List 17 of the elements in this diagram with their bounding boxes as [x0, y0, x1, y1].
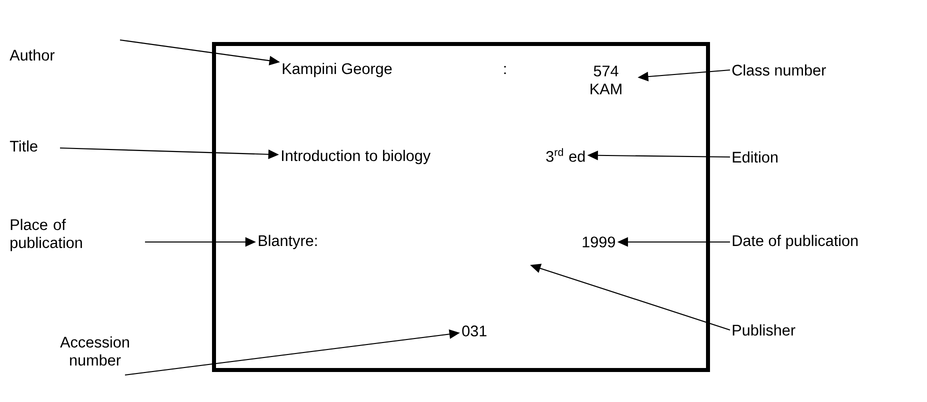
- card-frame: [212, 42, 710, 372]
- field-label: Publisher: [732, 324, 796, 336]
- card-entry: Blantyre:: [258, 234, 317, 250]
- field-label: Date of publication: [732, 234, 858, 250]
- field-label: Accession number: [60, 336, 129, 366]
- card-entry: 574 KAM: [590, 66, 622, 94]
- card-entry: Introduction to biology: [282, 150, 431, 164]
- card-entry: Kampini George: [282, 62, 392, 78]
- field-label: Place of publication: [10, 218, 82, 252]
- separator-colon: :: [504, 66, 506, 74]
- field-label: Class number: [732, 64, 826, 76]
- field-label: Author: [10, 49, 55, 61]
- card-entry: 031: [462, 326, 486, 336]
- field-label: Title: [10, 140, 38, 152]
- card-entry: 1999: [582, 236, 615, 248]
- card-entry: 3$^{rd}$ ed: [546, 148, 585, 162]
- field-label: Edition: [732, 151, 778, 163]
